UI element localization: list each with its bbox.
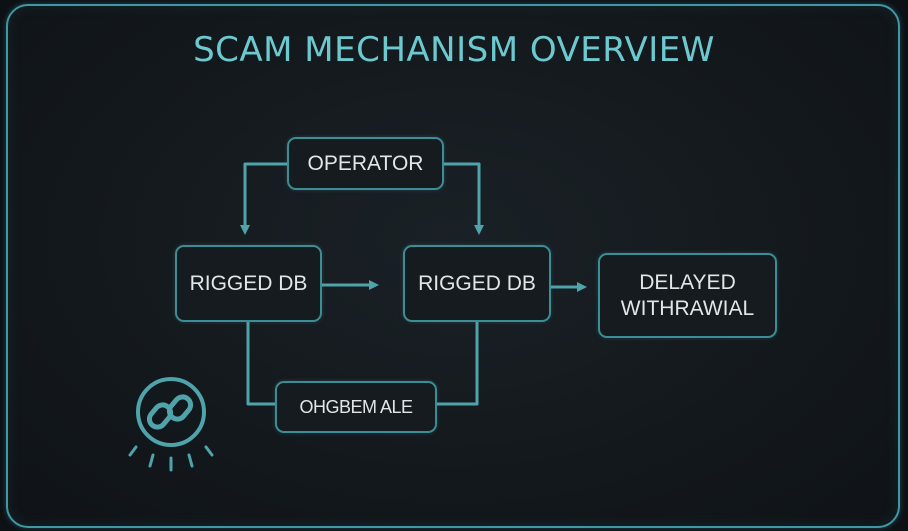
node-operator-label: OPERATOR xyxy=(307,151,424,175)
edge-operator-to-rigged-db-right xyxy=(444,162,484,235)
node-rigged-db-left: RIGGED DB xyxy=(175,245,322,322)
node-rigged-db-right: RIGGED DB xyxy=(403,245,551,322)
broken-chain-link-icon xyxy=(128,377,214,472)
node-delayed-withdrawal-label: DELAYED WITHRAWIAL xyxy=(620,270,755,320)
node-rigged-db-left-label: RIGGED DB xyxy=(189,271,308,295)
node-operator: OPERATOR xyxy=(287,137,444,190)
edge-operator-to-rigged-db-left xyxy=(240,162,287,235)
node-rigged-db-right-label: RIGGED DB xyxy=(418,271,536,295)
edge-rigged-db-left-to-bottom xyxy=(246,322,275,406)
node-bottom: OHGBEM ALE xyxy=(275,381,437,433)
node-delayed-withdrawal: DELAYED WITHRAWIAL xyxy=(598,253,777,338)
diagram-title: SCAM MECHANISM OVERVIEW xyxy=(193,30,715,70)
edge-bottom-to-rigged-db-right xyxy=(437,322,479,406)
node-bottom-label: OHGBEM ALE xyxy=(299,397,413,417)
